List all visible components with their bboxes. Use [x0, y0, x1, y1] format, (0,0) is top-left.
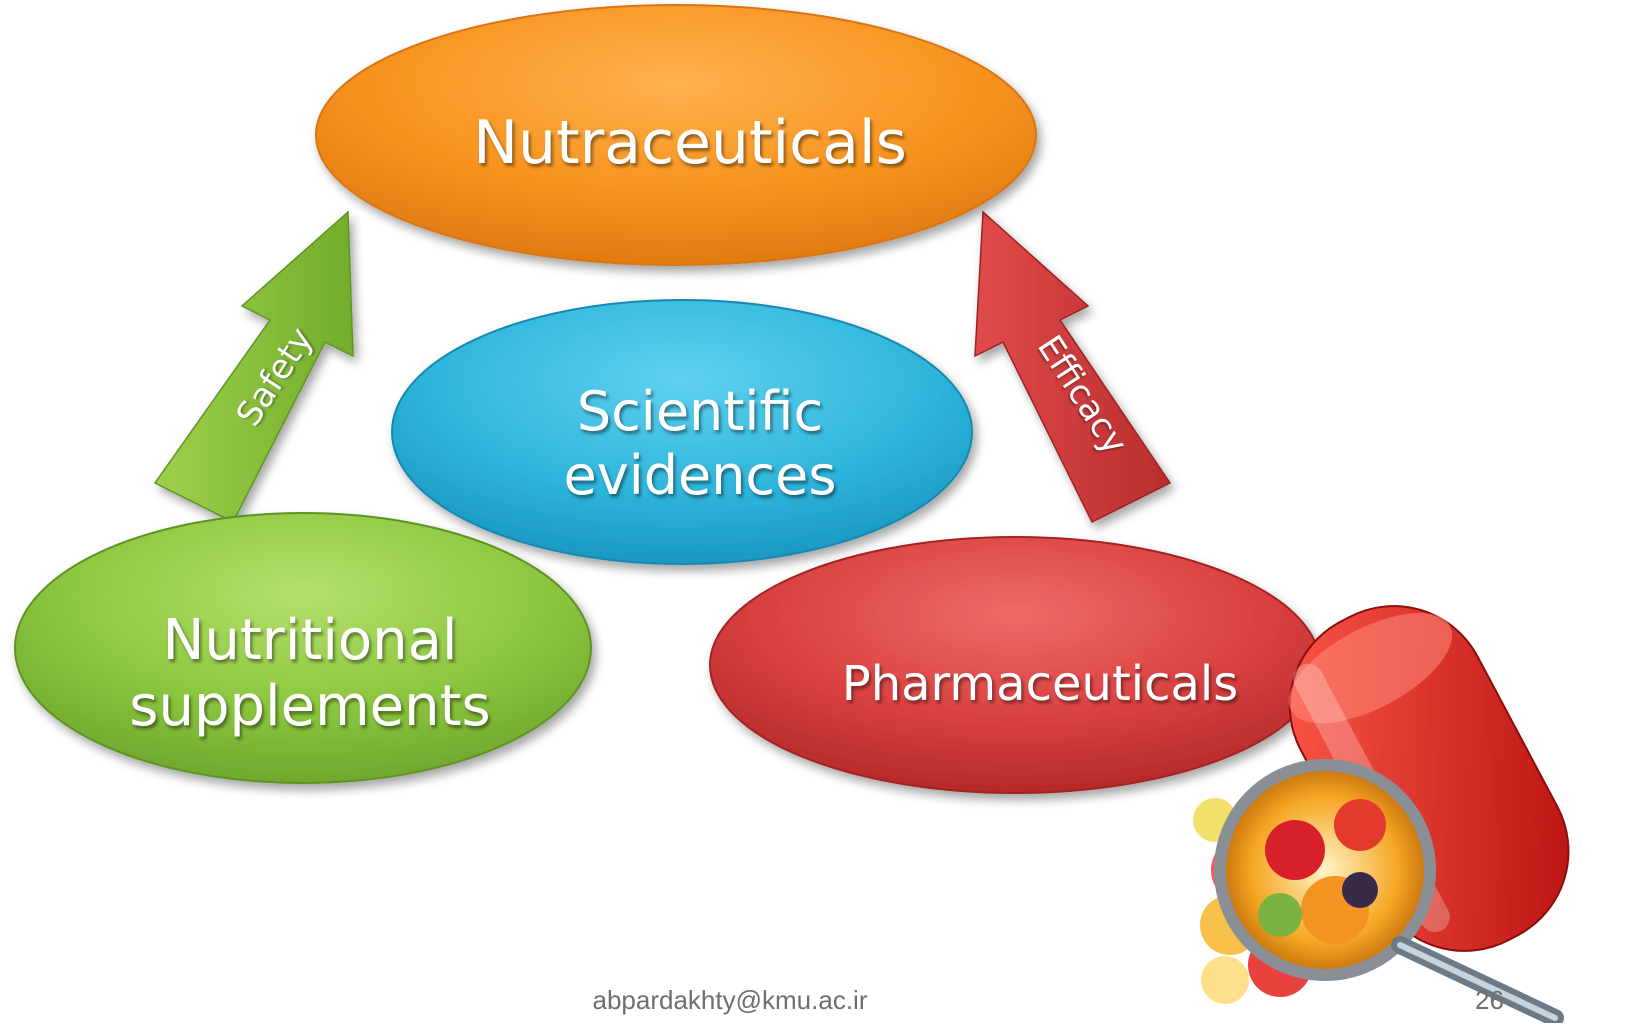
footer-email: abpardakhty@kmu.ac.ir: [592, 985, 868, 1015]
pharmaceuticals-label: Pharmaceuticals: [841, 656, 1239, 712]
scientific-evidences-node: [391, 299, 973, 565]
scientific-evidences-line2: evidences: [563, 443, 837, 507]
nutritional-supplements-label: Nutritional supplements: [0, 608, 620, 740]
nutritional-supplements-line2: supplements: [129, 674, 491, 740]
nutraceuticals-label: Nutraceuticals: [473, 108, 907, 178]
nutraceuticals-node: [315, 4, 1037, 266]
nutritional-supplements-line1: Nutritional: [162, 608, 458, 673]
scientific-evidences-label: Scientific evidences: [400, 380, 1000, 507]
nutritional-supplements-node: [14, 512, 592, 784]
page-number: 26: [1475, 985, 1504, 1015]
safety-arrow: [153, 210, 354, 524]
efficacy-arrow: [974, 210, 1172, 524]
pill-capsule-magnifier-icon: [1193, 605, 1570, 1023]
scientific-evidences-line1: Scientific: [576, 380, 824, 443]
